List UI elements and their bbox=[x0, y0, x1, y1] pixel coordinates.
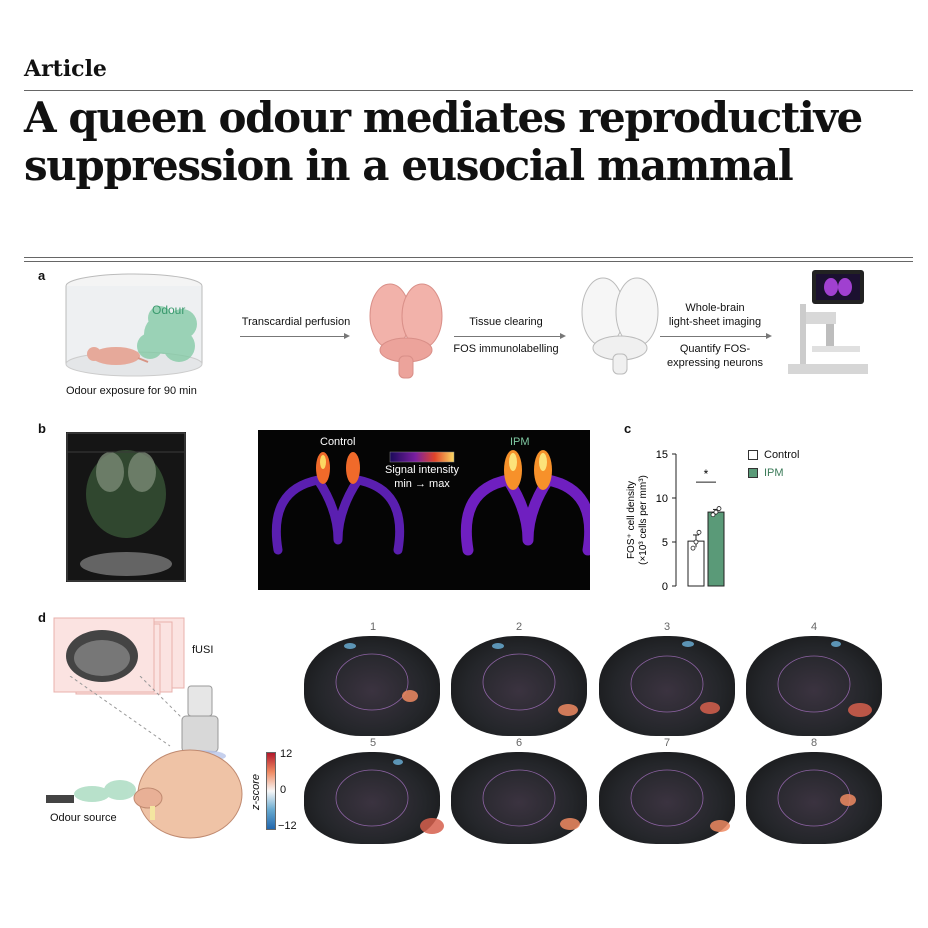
fusi-label: fUSI bbox=[192, 644, 214, 656]
odour-source-tube bbox=[46, 795, 74, 803]
header-rule bbox=[24, 90, 913, 91]
y-tick-label: 0 bbox=[662, 581, 668, 593]
zscore-min: −12 bbox=[278, 820, 297, 832]
slice-number-6: 6 bbox=[515, 737, 523, 749]
brain-slice-2 bbox=[451, 636, 587, 736]
bar-control bbox=[687, 540, 705, 587]
step-immunolabelling-label: FOS immunolabelling bbox=[453, 343, 559, 355]
zscore-max: 12 bbox=[280, 748, 293, 760]
brain-slice-4 bbox=[746, 636, 882, 736]
legend-swatch-control bbox=[748, 450, 758, 460]
article-title: A queen odour mediates reproductive supp… bbox=[24, 94, 904, 190]
exposure-caption: Odour exposure for 90 min bbox=[66, 385, 197, 397]
region-contours bbox=[335, 653, 851, 827]
data-point bbox=[716, 506, 722, 511]
figure-rule-bottom bbox=[24, 261, 913, 262]
brain-3d-render bbox=[66, 432, 186, 582]
y-tick-label: 5 bbox=[662, 537, 668, 549]
arrow-imaging bbox=[660, 333, 772, 339]
legend-label-control: Control bbox=[764, 449, 800, 461]
slice-number-1: 1 bbox=[369, 621, 377, 633]
ipm-brain-heatmap bbox=[460, 450, 596, 556]
brain-cleared-illustration bbox=[581, 277, 659, 375]
step-quantify-line2: expressing neurons bbox=[666, 357, 763, 369]
zscore-colorbar bbox=[266, 752, 276, 830]
zscore-mid: 0 bbox=[280, 784, 287, 796]
data-point bbox=[710, 512, 716, 518]
legend: Control IPM bbox=[748, 449, 799, 479]
slice-number-2: 2 bbox=[515, 621, 523, 633]
brain-slice-3 bbox=[599, 636, 735, 736]
odour-stream bbox=[74, 780, 136, 802]
mole-rat-fusi-illustration bbox=[46, 676, 243, 839]
slice-number-8: 8 bbox=[810, 737, 818, 749]
fos-heatmap-panel: Control IPM Signal intensity min → max bbox=[258, 430, 596, 590]
microscope-illustration bbox=[788, 270, 868, 374]
brain-slice-8 bbox=[746, 752, 882, 844]
step-quantify-line1: Quantify FOS- bbox=[679, 343, 751, 355]
odour-source-label: Odour source bbox=[50, 812, 117, 824]
y-axis-label-line2: (×10³ cells per mm³) bbox=[638, 475, 649, 565]
step-clearing-label: Tissue clearing bbox=[469, 316, 543, 328]
figure-rule-top bbox=[24, 257, 913, 258]
panel-d-letter: d bbox=[38, 610, 46, 625]
panel-c-letter: c bbox=[624, 421, 632, 436]
data-point bbox=[690, 545, 696, 551]
title-line-2: suppression in a eusocial mammal bbox=[24, 141, 794, 190]
legend-item-ipm: IPM bbox=[748, 467, 799, 479]
step-imaging-line1: Whole-brain bbox=[685, 302, 745, 314]
slice-number-4: 4 bbox=[810, 621, 818, 633]
odour-label: Odour bbox=[152, 303, 186, 317]
colorbar-range: min → max bbox=[394, 478, 450, 490]
slice-number-7: 7 bbox=[663, 737, 671, 749]
slice-number-3: 3 bbox=[663, 621, 671, 633]
bar-ipm bbox=[707, 511, 725, 587]
legend-swatch-ipm bbox=[748, 468, 758, 478]
fos-heatmap-svg bbox=[271, 450, 596, 556]
activation-hotspots bbox=[344, 641, 872, 834]
data-point bbox=[693, 539, 699, 545]
mole-rat-icon bbox=[87, 347, 149, 365]
brain-pink-illustration bbox=[369, 283, 443, 379]
signal-colorbar bbox=[389, 451, 455, 463]
slice-number-5: 5 bbox=[369, 737, 377, 749]
step-imaging-label: Whole-brain light-sheet imaging bbox=[652, 301, 778, 329]
control-heatmap-label: Control bbox=[320, 436, 356, 448]
step-quantify-label: Quantify FOS- expressing neurons bbox=[652, 342, 778, 370]
arrow-clearing bbox=[454, 333, 566, 339]
panel-b-letter: b bbox=[38, 421, 46, 436]
arrow-perfusion bbox=[240, 333, 350, 339]
y-tick-label: 15 bbox=[656, 449, 668, 461]
odour-chamber-illustration bbox=[65, 273, 203, 377]
slice-overlays bbox=[335, 641, 872, 834]
significance-star: * bbox=[704, 467, 709, 481]
legend-item-control: Control bbox=[748, 449, 799, 461]
section-label: Article bbox=[24, 56, 107, 82]
y-tick-label: 10 bbox=[656, 493, 668, 505]
brain-slice-5 bbox=[304, 752, 440, 844]
legend-label-ipm: IPM bbox=[764, 467, 784, 479]
colorbar-title: Signal intensity bbox=[385, 464, 459, 476]
y-axis-label-line1: FOS⁺ cell density bbox=[626, 481, 637, 559]
panel-a-letter: a bbox=[38, 268, 46, 283]
ipm-heatmap-label: IPM bbox=[510, 436, 530, 448]
step-imaging-line2: light-sheet imaging bbox=[668, 316, 762, 328]
data-point bbox=[696, 529, 702, 535]
control-brain-heatmap bbox=[271, 452, 405, 555]
data-point bbox=[713, 509, 719, 515]
title-line-1: A queen odour mediates reproductive bbox=[24, 93, 863, 142]
brain-slice-1 bbox=[304, 636, 440, 736]
step-perfusion-label: Transcardial perfusion bbox=[241, 316, 351, 328]
zscore-label: z-score bbox=[250, 773, 263, 811]
odour-cloud bbox=[137, 306, 197, 362]
